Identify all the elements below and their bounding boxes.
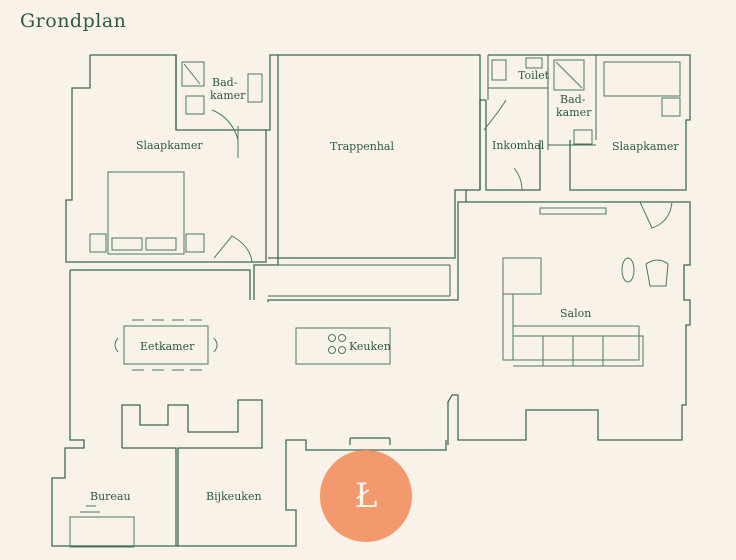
room-labels: Bad- kamer Slaapkamer Trappenhal Toilet … (90, 69, 679, 503)
fixtures (69, 57, 681, 548)
logo-badge: Ł (320, 450, 412, 542)
label-slaapkamer-left: Slaapkamer (136, 139, 203, 152)
label-badkamer-left-2: kamer (210, 89, 246, 102)
label-toilet: Toilet (518, 69, 550, 82)
label-badkamer-right-2: kamer (556, 106, 592, 119)
label-eetkamer: Eetkamer (140, 340, 195, 353)
label-slaapkamer-right: Slaapkamer (612, 140, 679, 153)
walls (51, 54, 691, 547)
logo-letter: Ł (354, 476, 378, 516)
label-bijkeuken: Bijkeuken (206, 490, 262, 503)
label-badkamer-left-1: Bad- (212, 76, 238, 89)
page-title: Grondplan (20, 10, 127, 32)
label-keuken: Keuken (349, 340, 391, 353)
label-bureau: Bureau (90, 490, 131, 503)
label-badkamer-right-1: Bad- (560, 93, 586, 106)
label-salon: Salon (560, 307, 591, 320)
label-trappenhal: Trappenhal (330, 140, 394, 153)
label-inkomhal: Inkomhal (492, 139, 545, 152)
